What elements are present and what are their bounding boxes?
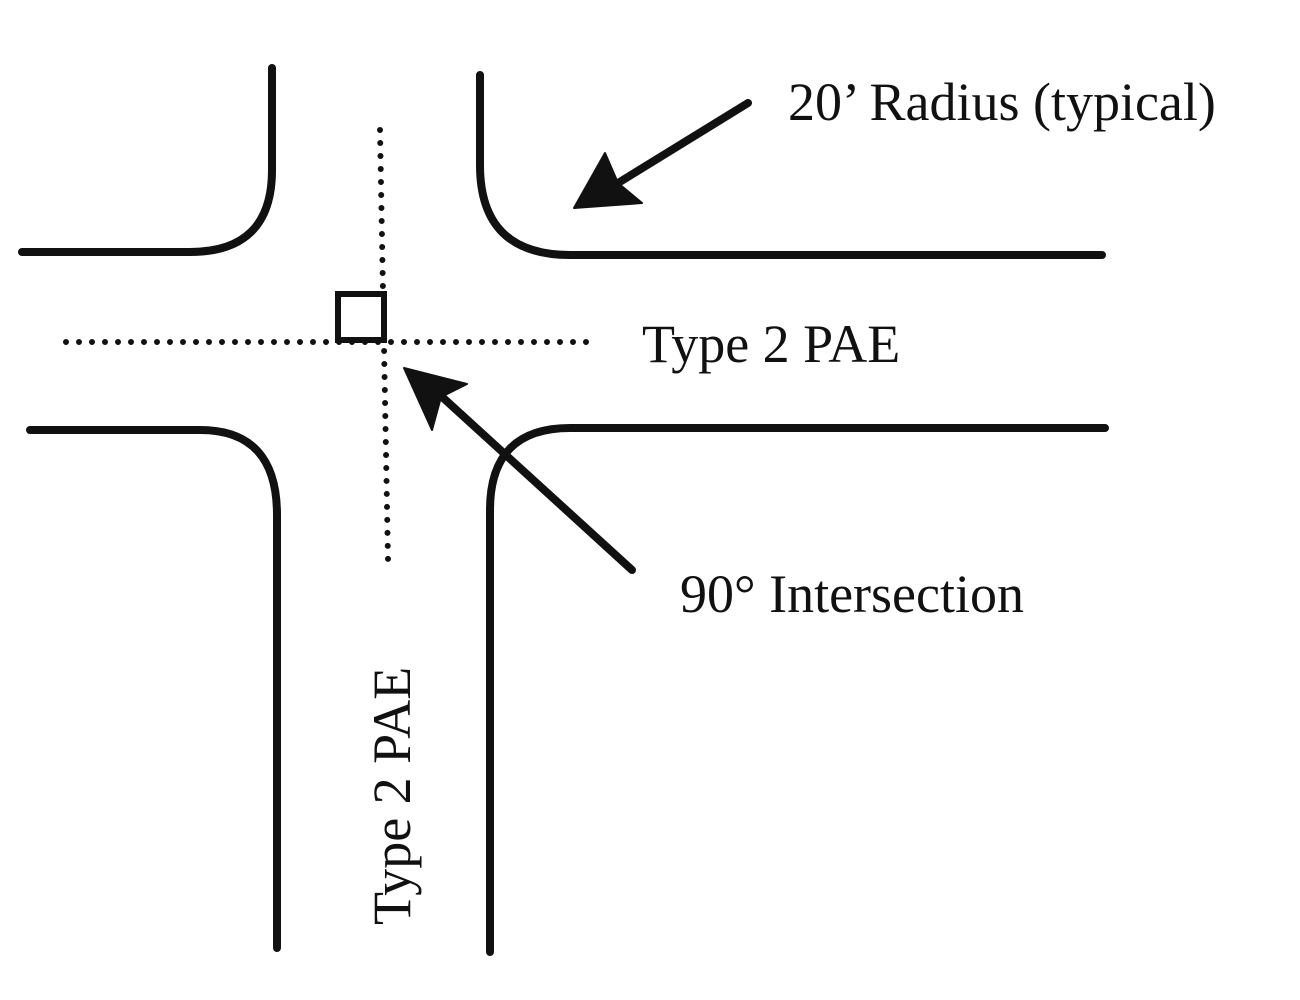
intersection-marker (335, 291, 387, 343)
road-edge-bottom-right (486, 424, 1109, 956)
radius-arrow-shaft (606, 99, 752, 192)
intersection-label: 90° Intersection (680, 564, 1024, 624)
road-edge-top-right (476, 71, 1106, 259)
road-edge-top-left (18, 64, 276, 256)
radius-label: 20’ Radius (typical) (788, 72, 1216, 132)
intersection-arrow-shaft (436, 391, 636, 574)
road-edge-bottom-left (26, 426, 281, 952)
horizontal-pae-label: Type 2 PAE (642, 314, 900, 374)
radius-arrowhead (573, 152, 643, 209)
intersection-arrowhead (403, 367, 468, 431)
centerline-vertical (377, 127, 391, 563)
vertical-pae-label: Type 2 PAE (362, 667, 422, 925)
